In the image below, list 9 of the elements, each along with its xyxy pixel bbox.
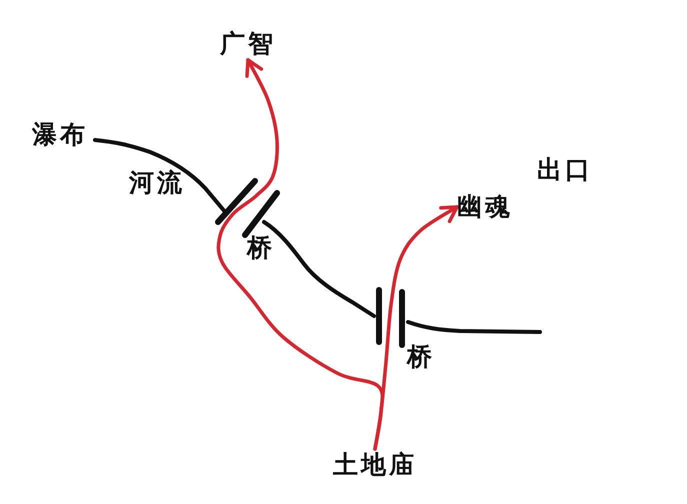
map-label: 河流 xyxy=(129,167,185,199)
place-label: 广智 xyxy=(220,28,276,60)
map-label: 桥 xyxy=(407,341,435,373)
map-label: 出口 xyxy=(537,154,593,186)
place-label: 幽魂 xyxy=(457,191,513,223)
place-label: 土地庙 xyxy=(333,449,417,481)
map-label: 桥 xyxy=(247,232,275,264)
map-label: 瀑布 xyxy=(32,119,88,151)
route-arrow xyxy=(373,205,459,451)
